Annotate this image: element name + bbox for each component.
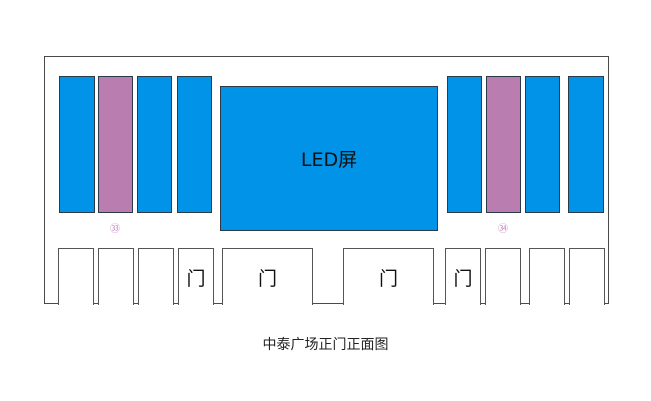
door: 门 [445, 248, 481, 305]
display-panel [525, 76, 560, 213]
diagram-caption: 中泰广场正门正面图 [262, 337, 389, 353]
bay [58, 248, 94, 305]
bay [569, 248, 605, 305]
led-screen-label: LED屏 [300, 149, 358, 171]
door: 门 [222, 248, 313, 305]
bay [485, 248, 521, 305]
display-panel [59, 76, 95, 213]
bay [98, 248, 134, 305]
door: 门 [343, 248, 434, 305]
led-screen: LED屏 [220, 86, 438, 231]
door-label: 门 [453, 267, 473, 290]
bay [138, 248, 174, 305]
display-panel [137, 76, 172, 213]
display-panel [177, 76, 212, 213]
display-panel [447, 76, 482, 213]
bay [529, 248, 565, 305]
door-label: 门 [186, 267, 206, 290]
highlighted-panel-34 [486, 76, 521, 213]
panel-number-label: ㉞ [498, 224, 508, 235]
door: 门 [178, 248, 214, 305]
highlighted-panel-33 [98, 76, 133, 213]
panel-number-label: ㉝ [110, 224, 120, 235]
display-panel [568, 76, 604, 213]
door-label: 门 [257, 267, 277, 290]
door-label: 门 [378, 267, 398, 290]
